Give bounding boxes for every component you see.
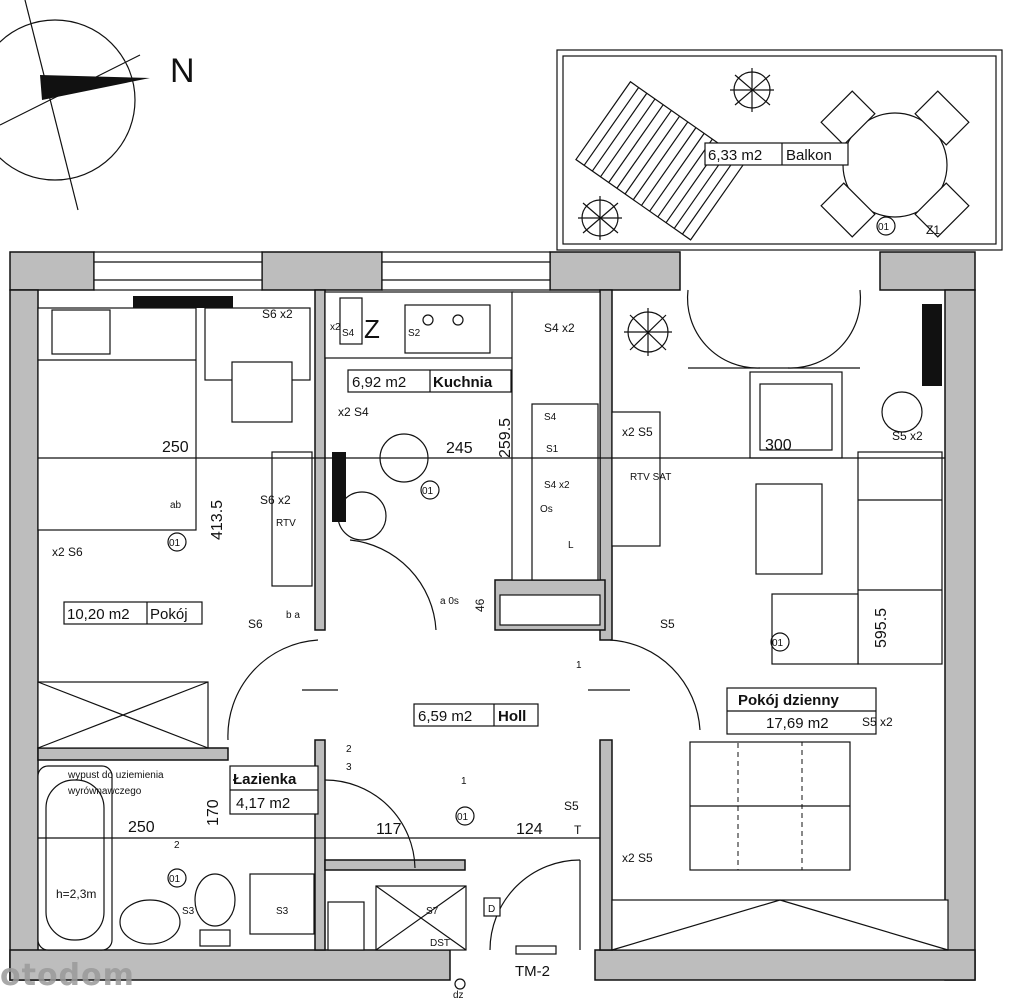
pokoj-ab-label: ab (170, 500, 182, 511)
dzienny-height-dim: 595.5 (873, 608, 890, 648)
lazienka-area: 4,17 m2 (236, 795, 290, 812)
holl-2-label: 2 (346, 744, 352, 755)
kuchnia-z-label: Z (364, 314, 380, 344)
dzienny-s5x2-label: S5 x2 (892, 429, 923, 443)
holl-s7-label: S7 (426, 906, 439, 917)
kuchnia-x2s4-label: x2 S4 (338, 405, 369, 419)
kuchnia-width-dim: 245 (446, 440, 473, 457)
kuchnia-s4b-label: S4 (544, 412, 557, 423)
room-lazienka: Łazienka 4,17 m2 wypust do uziemienia wy… (37, 765, 319, 951)
dzienny-outlet-label: 01 (772, 638, 784, 649)
lazienka-outlet-label: 01 (169, 874, 181, 885)
pokoj-s6-label: S6 (248, 617, 263, 631)
balkon-name: Balkon (786, 147, 832, 164)
kuchnia-height-dim: 259.5 (497, 418, 514, 458)
bath-height-label: h=2,3m (56, 887, 96, 901)
balkon-z1-label: Z1 (926, 223, 940, 237)
holl-tm-label: TM-2 (515, 963, 550, 980)
dzienny-x2s5-label: x2 S5 (622, 425, 653, 439)
dzienny-x2s5b-label: x2 S5 (622, 851, 653, 865)
dzienny-s5-label: S5 (660, 617, 675, 631)
balkon-outlet-label: 01 (878, 222, 890, 233)
dzienny-area: 17,69 m2 (766, 715, 829, 732)
compass: N (0, 0, 195, 211)
dzienny-t-label: T (574, 823, 582, 837)
kuchnia-l-label: L (568, 540, 574, 551)
balcony: 6,33 m2 Balkon 01 Z1 (556, 49, 1003, 251)
room-holl: 6,59 m2 Holl 117 124 01 1 1 2 3 S7 DST D… (227, 539, 701, 999)
lazienka-s3-label: S3 (182, 906, 195, 917)
kuchnia-s1-label: S1 (546, 444, 559, 455)
pokoj-x2s6-label: x2 S6 (52, 545, 83, 559)
kuchnia-x2-label: x2 (330, 322, 341, 333)
pokoj-width-dim: 250 (162, 439, 189, 456)
dzienny-name: Pokój dzienny (738, 692, 840, 709)
kuchnia-os-label: Os (540, 504, 553, 515)
dzienny-width-dim: 300 (765, 437, 792, 454)
lazienka-2-label: 2 (174, 840, 180, 851)
pokoj-area: 10,20 m2 (67, 606, 130, 623)
pokoj-s6x2b-label: S6 x2 (260, 493, 291, 507)
plant-icon (730, 68, 774, 112)
pokoj-rtv-label: RTV (276, 518, 296, 529)
kuchnia-area: 6,92 m2 (352, 374, 406, 391)
holl-area: 6,59 m2 (418, 708, 472, 725)
kuchnia-name: Kuchnia (433, 374, 493, 391)
holl-dim-b: 124 (516, 821, 543, 838)
uziemienie-line1: wypust do uziemienia (67, 770, 164, 781)
dzienny-s5x2b-label: S5 x2 (862, 715, 893, 729)
lazienka-height-dim: 170 (205, 799, 222, 826)
pokoj-name: Pokój (150, 606, 188, 623)
pokoj-height-dim: 413.5 (209, 500, 226, 540)
lazienka-name: Łazienka (233, 771, 297, 788)
kuchnia-depth-dim: 46 (473, 598, 487, 612)
holl-outlet-label: 01 (457, 812, 469, 823)
room-dzienny: Pokój dzienny 17,69 m2 300 595.5 01 x2 S… (564, 289, 949, 951)
plant-icon (624, 308, 672, 356)
kuchnia-s4-label: S4 (342, 328, 355, 339)
holl-dim-a: 117 (376, 821, 402, 838)
kuchnia-s4x2b-label: S4 x2 (544, 480, 570, 491)
room-kuchnia: Z 6,92 m2 Kuchnia 245 259.5 46 01 x2 S4 … (324, 291, 601, 626)
balkon-area: 6,33 m2 (708, 147, 762, 164)
holl-dz-label: dz (453, 990, 464, 999)
holl-name: Holl (498, 708, 526, 725)
lazienka-s3b-label: S3 (276, 906, 289, 917)
holl-1-label: 1 (461, 776, 467, 787)
dzienny-rtvsat-label: RTV SAT (630, 472, 671, 483)
kuchnia-outlet-label: 01 (422, 486, 434, 497)
north-label: N (170, 52, 195, 90)
dzienny-s5b-label: S5 (564, 799, 579, 813)
holl-1b-label: 1 (576, 660, 582, 671)
kuchnia-s4x2-label: S4 x2 (544, 321, 575, 335)
walls (9, 251, 976, 981)
pokoj-s6x2-label: S6 x2 (262, 307, 293, 321)
uziemienie-line2: wyrównawczego (67, 786, 142, 797)
kuchnia-s2-label: S2 (408, 328, 421, 339)
plant-icon (578, 196, 622, 240)
lazienka-width-dim: 250 (128, 819, 155, 836)
kuchnia-a46-label: a 0s (440, 596, 459, 607)
north-arrow-icon (40, 75, 150, 100)
room-pokoj: 10,20 m2 Pokój 250 413.5 ab 01 S6 x2 x2 … (37, 296, 313, 749)
holl-dst-label: DST (430, 938, 450, 949)
holl-3-label: 3 (346, 762, 352, 773)
holl-d-label: D (488, 904, 495, 915)
watermark-logo: otodom (0, 958, 135, 993)
pokoj-ba-label: b a (286, 610, 300, 621)
pokoj-outlet-label: 01 (169, 538, 181, 549)
